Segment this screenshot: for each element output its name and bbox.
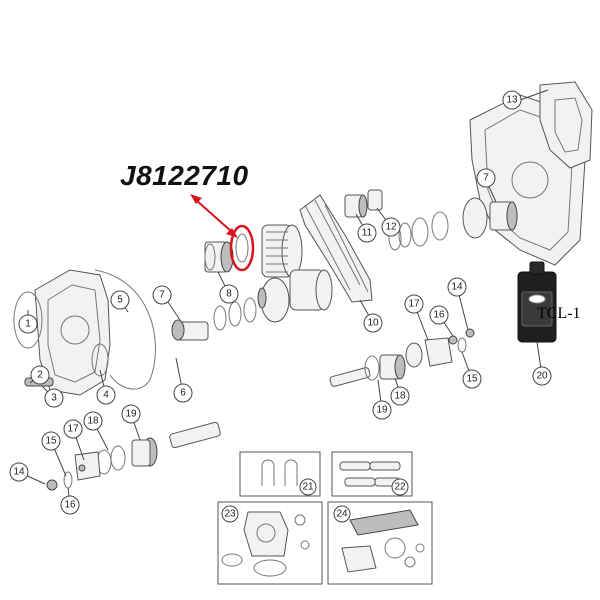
callout-17-left: 17	[63, 419, 83, 439]
callout-label: 16	[433, 310, 445, 321]
rear-output-assembly	[329, 328, 475, 387]
callout-label: 6	[180, 388, 186, 399]
callout-label: 12	[385, 222, 397, 233]
callout-21: 21	[299, 478, 317, 496]
callout-7-left: 7	[152, 285, 172, 305]
callout-12: 12	[381, 217, 401, 237]
callout-10: 10	[363, 313, 383, 333]
callout-18-right: 18	[390, 386, 410, 406]
callout-label: 17	[67, 424, 79, 435]
callout-label: 14	[13, 467, 25, 478]
callout-14-left: 14	[9, 462, 29, 482]
callout-label: 11	[362, 228, 373, 239]
callout-label: 2	[37, 370, 43, 381]
callout-label: 21	[302, 482, 314, 493]
drive-chain	[299, 194, 373, 303]
callout-16-right: 16	[429, 305, 449, 325]
callout-19-left: 19	[121, 404, 141, 424]
highlight-ring	[229, 224, 255, 272]
gear-stack	[289, 269, 333, 311]
callout-label: 13	[506, 95, 518, 106]
callout-19-right: 19	[372, 400, 392, 420]
callout-17-right: 17	[404, 294, 424, 314]
callout-label: 19	[376, 405, 388, 416]
callout-6: 6	[173, 383, 193, 403]
fluid-label: TCL-1	[537, 305, 581, 322]
callout-label: 24	[336, 509, 348, 520]
callout-7-right: 7	[476, 168, 496, 188]
callout-label: 7	[159, 290, 165, 301]
callout-label: 15	[45, 436, 57, 447]
callout-label: 18	[87, 416, 99, 427]
callout-label: 23	[224, 509, 236, 520]
oring-4	[91, 343, 109, 377]
callout-18-left: 18	[83, 411, 103, 431]
front-seal-ring	[13, 291, 43, 349]
callout-label: 18	[394, 391, 406, 402]
callout-14-right: 14	[447, 277, 467, 297]
callout-23: 23	[221, 505, 239, 523]
callout-16-left: 16	[60, 495, 80, 515]
rear-case-gasket	[539, 81, 593, 169]
callout-8: 8	[219, 284, 239, 304]
callout-13: 13	[502, 90, 522, 110]
highlight-arrow	[190, 194, 238, 238]
callout-3: 3	[44, 388, 64, 408]
callout-4: 4	[96, 385, 116, 405]
callout-label: 20	[536, 371, 548, 382]
callout-label: 22	[394, 482, 406, 493]
callout-22: 22	[391, 478, 409, 496]
drive-sprocket	[261, 224, 303, 278]
callout-15-right: 15	[462, 369, 482, 389]
callout-label: 15	[466, 374, 478, 385]
snap-ring-highlighted	[235, 233, 249, 263]
callout-20: 20	[532, 366, 552, 386]
callout-11: 11	[357, 223, 377, 243]
callout-1: 1	[18, 314, 38, 334]
kit-box-23	[217, 501, 323, 585]
callout-label: 10	[367, 318, 379, 329]
front-case-gasket	[94, 269, 156, 390]
input-shaft-assembly	[171, 277, 290, 341]
callout-label: 8	[226, 289, 232, 300]
fluid-bottle: TCL-1	[517, 261, 581, 343]
callout-5: 5	[110, 290, 130, 310]
bearing-8	[204, 241, 234, 273]
front-output-assembly	[46, 421, 221, 491]
callout-2: 2	[30, 365, 50, 385]
callout-15-left: 15	[41, 431, 61, 451]
callout-label: 7	[483, 173, 489, 184]
callout-24: 24	[333, 505, 351, 523]
callout-label: 16	[64, 500, 76, 511]
callout-label: 4	[103, 390, 109, 401]
highlighted-part-number: J8122710	[120, 160, 249, 191]
callout-label: 17	[408, 299, 420, 310]
callout-label: 14	[451, 282, 463, 293]
callout-label: 3	[51, 393, 57, 404]
callout-label: 5	[117, 295, 123, 306]
kit-box-21	[239, 451, 321, 497]
callout-label: 1	[25, 319, 31, 330]
callout-label: 19	[125, 409, 137, 420]
driven-sprocket-assembly	[344, 189, 518, 251]
